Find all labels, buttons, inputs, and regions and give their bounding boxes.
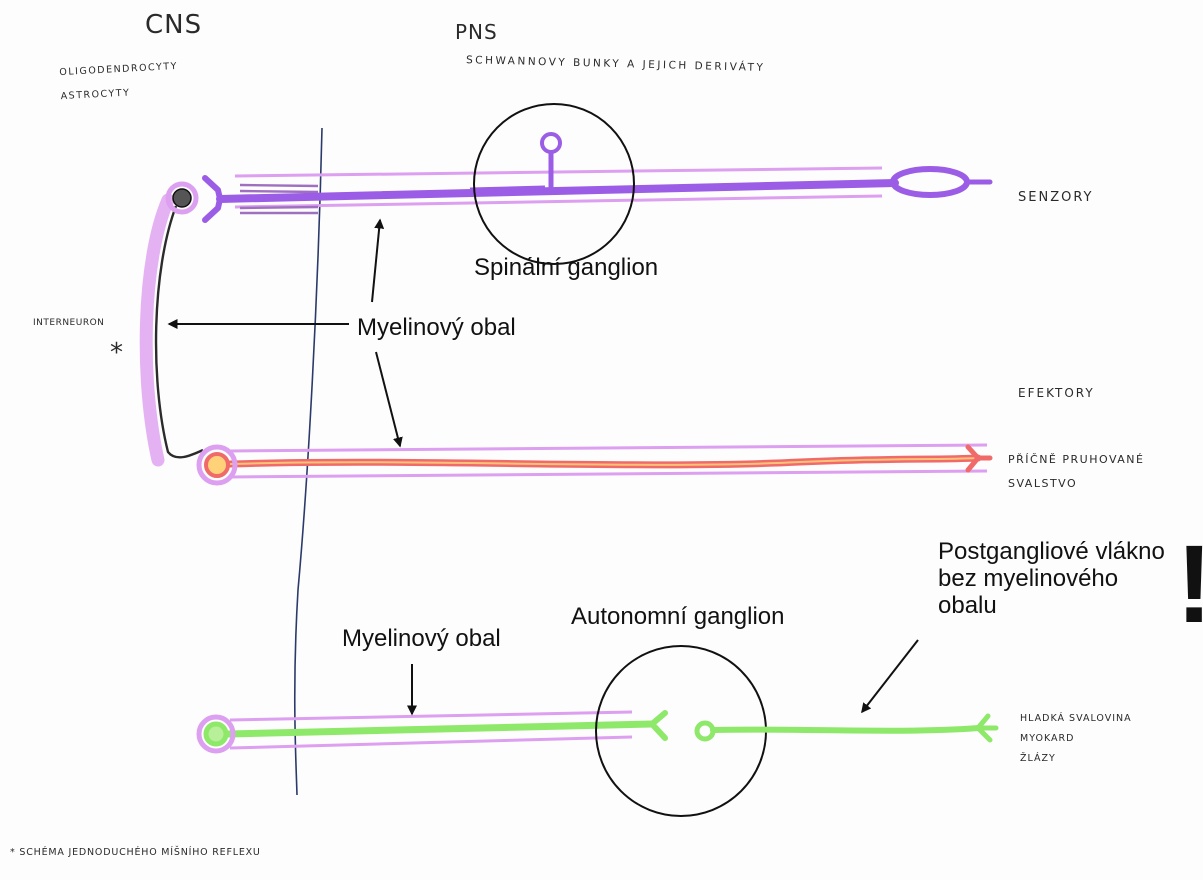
motor-terminal	[965, 444, 993, 473]
smooth-muscle-label: hladká svalovina myokard žlázy	[1020, 713, 1132, 764]
sensory-central-terminal	[202, 175, 241, 223]
sensory-cns-myelin	[239, 183, 319, 215]
preganglionic-axon	[224, 720, 656, 738]
motor-myelin-top	[229, 443, 988, 453]
interneuron-soma	[172, 188, 192, 208]
postganglionic-terminal	[975, 713, 999, 743]
spinal-ganglion-ring	[473, 103, 635, 265]
interneuron-label: interneuron	[33, 318, 105, 328]
sensory-axon	[216, 179, 899, 203]
motor-soma-myelin	[196, 444, 238, 486]
arrow-to-motor-myelin	[375, 351, 403, 448]
sensors-label: senzory	[1018, 190, 1094, 205]
preganglionic-myelin-top	[229, 710, 633, 722]
preganglionic-soma	[203, 721, 229, 747]
sensory-receptor-ending	[890, 166, 970, 198]
preganglionic-myelin-bottom	[229, 735, 633, 750]
postganglionic-fiber-label: Postgangliové vlákno bez myelinového oba…	[938, 538, 1165, 619]
cns-heading: CNS	[145, 10, 203, 40]
exclamation-mark: !	[1176, 530, 1203, 640]
skeletal-muscle-label: příčně pruhované svalstvo	[1008, 453, 1145, 490]
cns-pns-boundary	[293, 127, 323, 796]
arrow-to-sensory-myelin	[371, 218, 385, 303]
arrow-to-postganglionic-fiber	[861, 639, 919, 714]
myelin-sheath-label: Myelinový obal	[357, 314, 516, 341]
effectors-label: efektory	[1018, 386, 1095, 400]
spinal-ganglion-label: Spinální ganglion	[474, 254, 659, 281]
sensory-myelin-top	[234, 166, 883, 178]
autonomic-ganglion-label: Autonomní ganglion	[571, 603, 785, 630]
preganglionic-soma-myelin	[196, 714, 236, 754]
preganglionic-terminal	[649, 710, 668, 741]
interneuron-axon	[154, 205, 204, 459]
motor-axon-core	[229, 457, 979, 466]
preganglionic-myelin-label: Myelinový obal	[342, 625, 501, 652]
motor-myelin-bottom	[229, 469, 988, 479]
sensory-branch-stub	[469, 185, 546, 193]
interneuron-soma-myelin	[165, 181, 199, 215]
sensory-myelin-bottom	[234, 194, 883, 209]
interneuron-asterisk: *	[110, 338, 123, 368]
footnote: * schéma jednoduchého míšního reflexu	[10, 847, 261, 858]
interneuron-myelin	[139, 193, 175, 467]
postganglionic-axon	[710, 725, 981, 734]
pns-heading: PNS	[455, 20, 498, 44]
cns-glia-label: oligodendrocyty astrocyty	[59, 60, 179, 103]
motor-soma	[204, 452, 230, 478]
spinal-ganglion-soma	[540, 132, 562, 154]
